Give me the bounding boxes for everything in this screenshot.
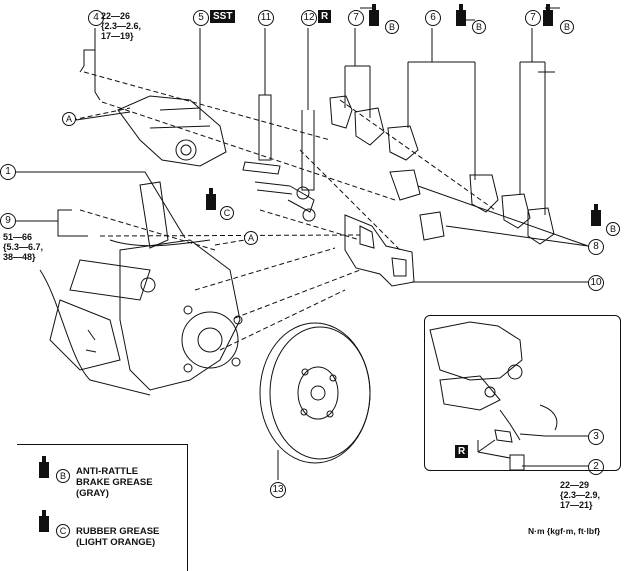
grease-can-icon <box>542 4 554 26</box>
callout-7-left: 7 <box>348 10 364 26</box>
r-tag-inset: R <box>455 445 469 458</box>
torque-spec-4: 22—26{2.3—2.6,17—19} <box>101 11 142 41</box>
callout-4: 4 <box>88 10 104 26</box>
legend-c-label: C <box>56 524 70 538</box>
callout-12: 12 <box>301 10 317 26</box>
grease-c-label: C <box>220 206 234 220</box>
torque-units: N·m {kgf·m, ft·lbf} <box>528 526 601 536</box>
torque-spec-9: 51—66{5.3—6.7,38—48} <box>3 232 44 262</box>
callout-13: 13 <box>270 482 286 498</box>
grease-can-icon <box>38 510 50 532</box>
callout-10: 10 <box>588 275 604 291</box>
legend-c-text: RUBBER GREASE(LIGHT ORANGE) <box>76 526 160 548</box>
grease-legend <box>17 444 188 571</box>
torque-spec-2: 22—29{2.3—2.9,17—21} <box>560 480 601 510</box>
ref-a-label: A <box>244 231 258 245</box>
sst-tag: SST <box>210 10 236 23</box>
grease-b-label: B <box>606 222 620 236</box>
grease-b-label: B <box>472 20 486 34</box>
callout-2: 2 <box>588 459 604 475</box>
callout-7-right: 7 <box>525 10 541 26</box>
callout-6: 6 <box>425 10 441 26</box>
callout-11: 11 <box>258 10 274 26</box>
grease-can-icon <box>38 456 50 478</box>
callout-1: 1 <box>0 164 16 180</box>
r-tag-top: R <box>318 10 332 23</box>
ref-a-label: A <box>62 112 76 126</box>
detail-inset <box>424 315 621 471</box>
callout-8: 8 <box>588 239 604 255</box>
grease-can-icon <box>205 188 217 210</box>
grease-can-icon <box>590 204 602 226</box>
grease-can-icon <box>455 4 467 26</box>
legend-b-label: B <box>56 469 70 483</box>
grease-b-label: B <box>560 20 574 34</box>
grease-can-icon <box>368 4 380 26</box>
callout-9: 9 <box>0 213 16 229</box>
grease-b-label: B <box>385 20 399 34</box>
callout-5: 5 <box>193 10 209 26</box>
callout-3: 3 <box>588 429 604 445</box>
